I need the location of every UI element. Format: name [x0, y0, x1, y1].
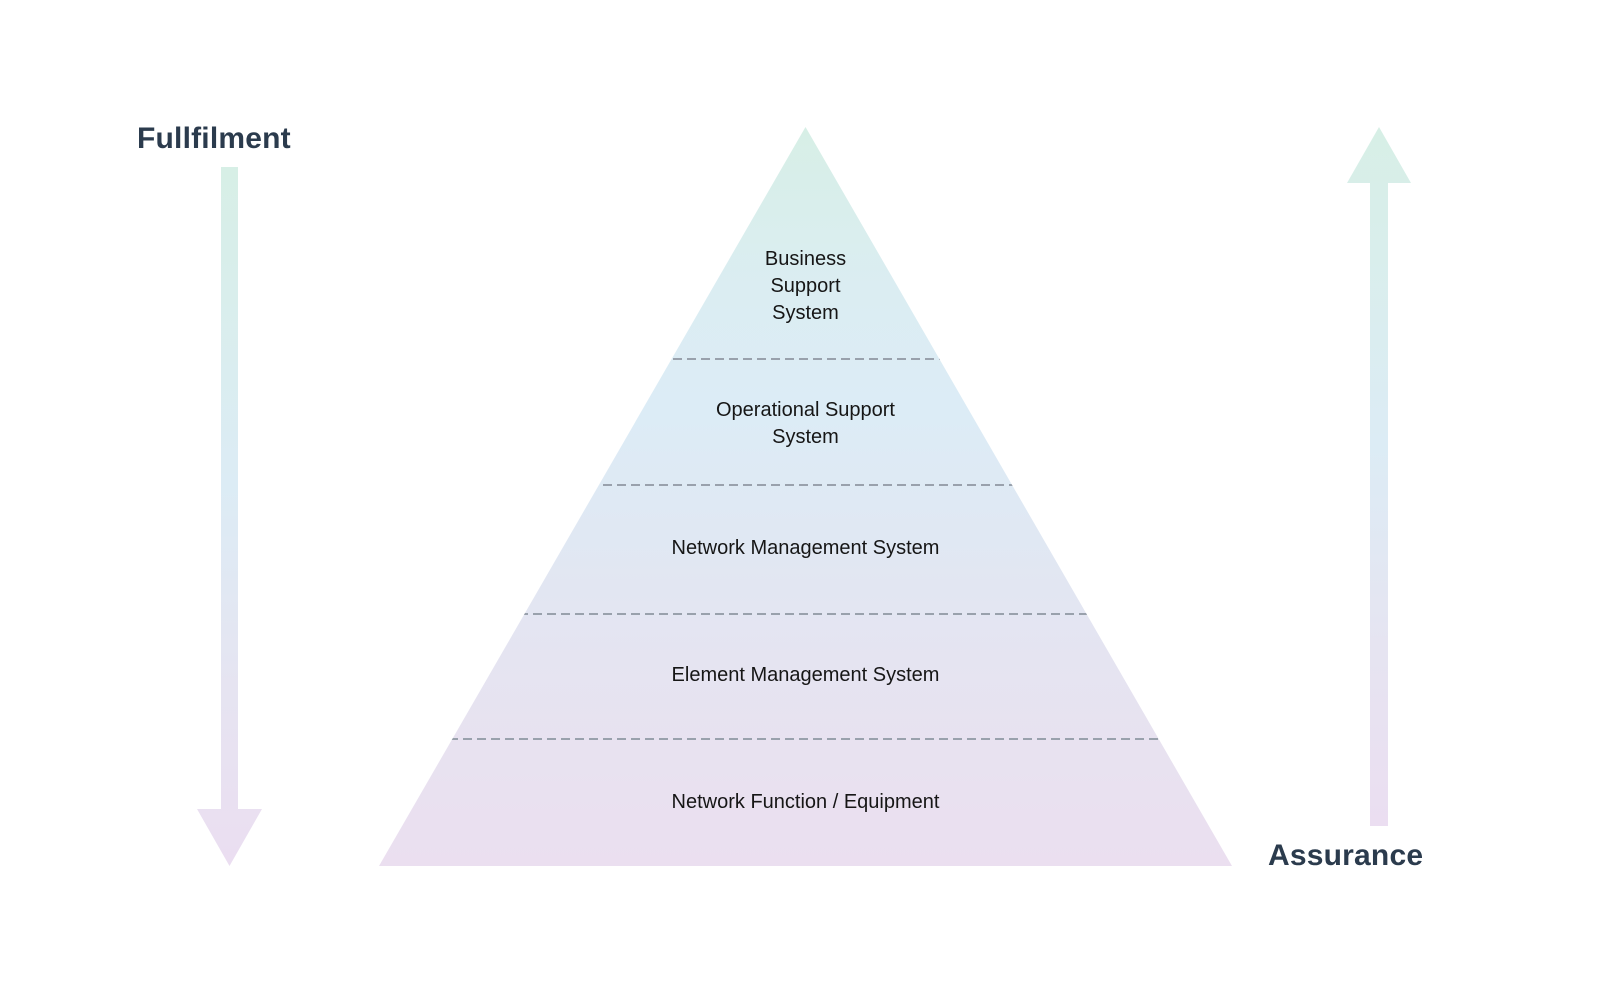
layer-divider [379, 613, 1232, 615]
pyramid-layer-operational-support-system: Operational Support System [379, 358, 1232, 484]
layer-divider [379, 358, 1232, 360]
pyramid-layer-label: Element Management System [671, 664, 940, 686]
pyramid-layer-label: Business Support System [764, 248, 847, 324]
assurance-label: Assurance [1268, 839, 1424, 872]
fulfilment-down-arrow [197, 167, 262, 866]
pyramid-layer-network-function-equipment: Network Function / Equipment [379, 738, 1232, 866]
layer-divider [379, 484, 1232, 486]
pyramid-layer-label: Network Function / Equipment [671, 790, 940, 813]
fulfilment-label: Fullfilment [137, 122, 291, 155]
pyramid-layer-network-management-system: Network Management System [379, 484, 1232, 613]
pyramid: Business Support System Operational Supp… [379, 127, 1232, 866]
pyramid-layer-label: Network Management System [671, 537, 940, 559]
layer-divider [379, 738, 1232, 740]
assurance-up-arrow [1347, 127, 1411, 826]
pyramid-layer-label: Operational Support System [715, 399, 895, 448]
pyramid-layer-business-support-system: Business Support System [379, 127, 1232, 358]
pyramid-layer-element-management-system: Element Management System [379, 613, 1232, 738]
